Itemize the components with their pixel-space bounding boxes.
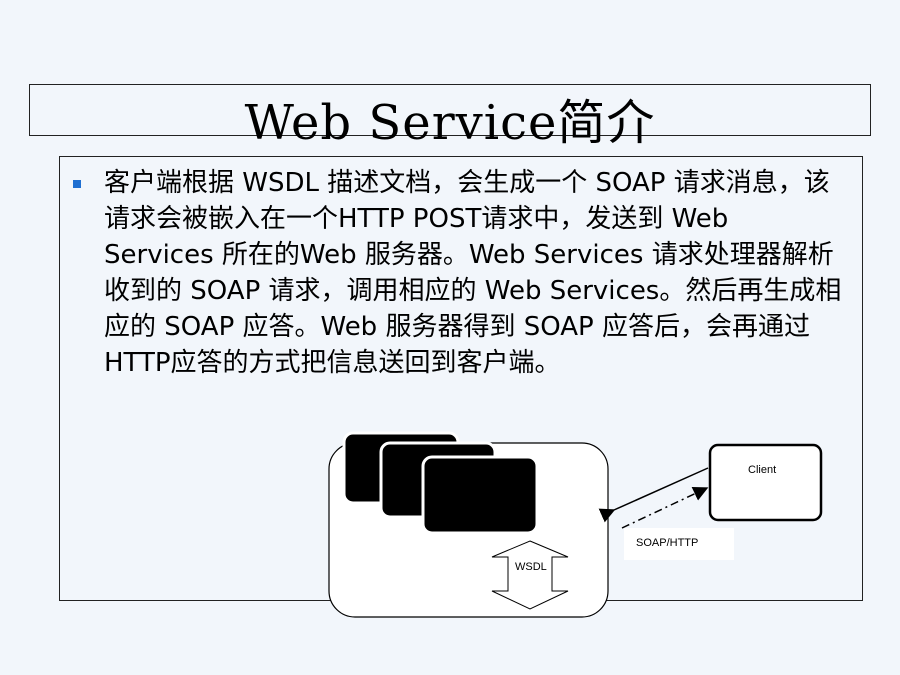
request-arrow <box>621 486 709 529</box>
title-frame <box>29 84 871 136</box>
response-arrow <box>598 467 709 523</box>
protocol-label-box <box>624 528 734 560</box>
wsdl-double-arrow <box>491 540 569 610</box>
wsdl-label: WSDL <box>515 561 547 573</box>
client-label: Client <box>748 464 776 476</box>
slide-title: Web Service简介 <box>244 95 656 151</box>
client-box <box>708 443 823 522</box>
bullet-square-icon <box>73 180 81 188</box>
body-paragraph: 客户端根据 WSDL 描述文档，会生成一个 SOAP 请求消息，该请求会被嵌入在… <box>104 168 842 378</box>
service-window-3 <box>421 455 539 535</box>
protocol-label: SOAP/HTTP <box>636 537 698 549</box>
